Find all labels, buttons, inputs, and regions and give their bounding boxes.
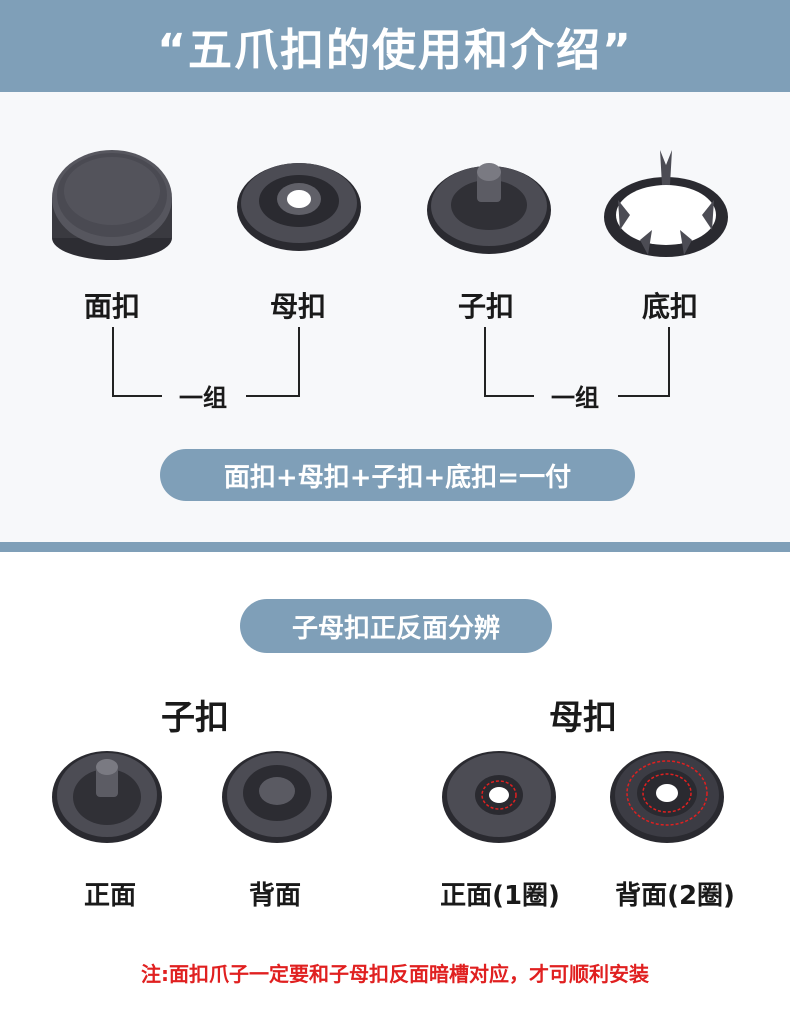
side-title-stud: 子扣 [161,698,229,738]
group-bracket-right [618,327,670,397]
part-label-socket: 母扣 [269,290,326,323]
group-bracket-left [484,327,534,397]
stud-front-icon [52,751,162,843]
view-caption: 背面(2圈) [615,881,735,911]
socket-button-icon [237,163,361,251]
socket-back-icon [610,751,724,843]
view-caption: 正面(1圈) [440,881,560,911]
stud-back-icon [222,751,332,843]
group-bracket-right [246,327,300,397]
side-title-socket: 母扣 [549,698,617,738]
section2-title-pill: 子母扣正反面分辨 [240,599,552,653]
section-divider [0,542,790,552]
view-caption: 正面 [83,881,136,911]
page-title-banner: “五爪扣的使用和介绍” [0,0,790,92]
installation-note: 注:面扣爪子一定要和子母扣反面暗槽对应，才可顺利安装 [141,962,649,986]
formula-pill: 面扣+母扣+子扣+底扣=一付 [160,449,635,501]
stud-button-icon [427,163,551,254]
socket-front-icon [442,751,556,843]
section2-title: 子母扣正反面分辨 [291,613,500,644]
cap-button-icon [52,150,172,260]
part-label-cap: 面扣 [83,290,140,323]
formula-text: 面扣+母扣+子扣+底扣=一付 [223,462,572,493]
group-label: 一组 [179,384,227,412]
part-label-prong: 底扣 [641,290,698,323]
group-bracket-left [112,327,162,397]
view-caption: 背面 [248,881,301,911]
prong-ring-icon [604,150,728,257]
part-label-stud: 子扣 [457,290,514,323]
group-label: 一组 [551,384,599,412]
page-title: “五爪扣的使用和介绍” [157,25,633,76]
